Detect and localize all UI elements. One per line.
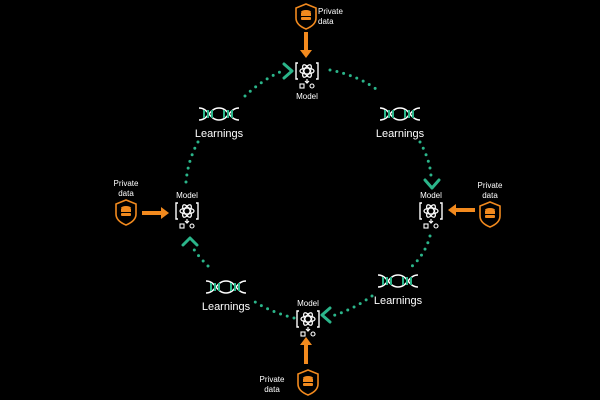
dna-icon bbox=[379, 107, 421, 121]
arrow-icon bbox=[448, 204, 475, 216]
learnings-label: Learnings bbox=[374, 295, 423, 307]
learnings-node: Learnings bbox=[195, 107, 244, 140]
model-atom-icon bbox=[419, 202, 443, 229]
chevron-up-icon bbox=[181, 236, 199, 247]
model-label: Model bbox=[296, 92, 318, 101]
chevron-right-icon bbox=[282, 62, 294, 80]
model-atom-icon bbox=[295, 62, 319, 89]
flow-left-to-top-2 bbox=[243, 70, 282, 98]
private-data-label: Private bbox=[260, 375, 285, 384]
dna-icon bbox=[377, 274, 419, 288]
chevron-left-icon bbox=[320, 306, 332, 324]
flow-top-to-right bbox=[328, 68, 382, 94]
private-data-label: Private bbox=[318, 7, 343, 16]
arrow-icon bbox=[300, 32, 312, 58]
learnings-node: Learnings bbox=[374, 274, 423, 307]
model-node: Model bbox=[419, 191, 443, 229]
private-data-label: data bbox=[264, 385, 280, 394]
shield-database-icon bbox=[479, 201, 501, 228]
model-node: Model bbox=[295, 62, 319, 101]
shield-database-icon bbox=[115, 199, 137, 226]
flow-right-to-bottom-2 bbox=[330, 294, 374, 318]
flow-left-to-top bbox=[184, 140, 200, 184]
arrow-icon bbox=[300, 337, 312, 364]
learnings-node: Learnings bbox=[376, 107, 425, 140]
arrow-icon bbox=[142, 207, 169, 219]
dna-icon bbox=[205, 280, 247, 294]
private-data-label: data bbox=[482, 191, 498, 200]
private-data-label: Private bbox=[478, 181, 503, 190]
model-label: Model bbox=[176, 191, 198, 200]
flow-paths bbox=[181, 62, 441, 324]
dna-icon bbox=[198, 107, 240, 121]
private-data-label: data bbox=[118, 189, 134, 198]
flow-bottom-to-left-2 bbox=[191, 246, 210, 268]
model-node: Model bbox=[296, 299, 320, 337]
model-atom-icon bbox=[175, 202, 199, 229]
learnings-label: Learnings bbox=[195, 128, 244, 140]
model-node: Model bbox=[175, 191, 199, 229]
flow-right-to-bottom bbox=[408, 234, 432, 270]
flow-top-to-right-2 bbox=[418, 140, 433, 178]
chevron-down-icon bbox=[423, 178, 441, 190]
flow-bottom-to-left bbox=[250, 298, 296, 320]
private-data-label: Private bbox=[114, 179, 139, 188]
learnings-label: Learnings bbox=[202, 301, 251, 313]
model-label: Model bbox=[297, 299, 319, 308]
model-atom-icon bbox=[296, 310, 320, 337]
shield-database-icon bbox=[297, 369, 319, 396]
private-data-label: data bbox=[318, 17, 334, 26]
learnings-label: Learnings bbox=[376, 128, 425, 140]
model-label: Model bbox=[420, 191, 442, 200]
learnings-node: Learnings bbox=[202, 280, 251, 313]
shield-database-icon bbox=[295, 3, 317, 30]
